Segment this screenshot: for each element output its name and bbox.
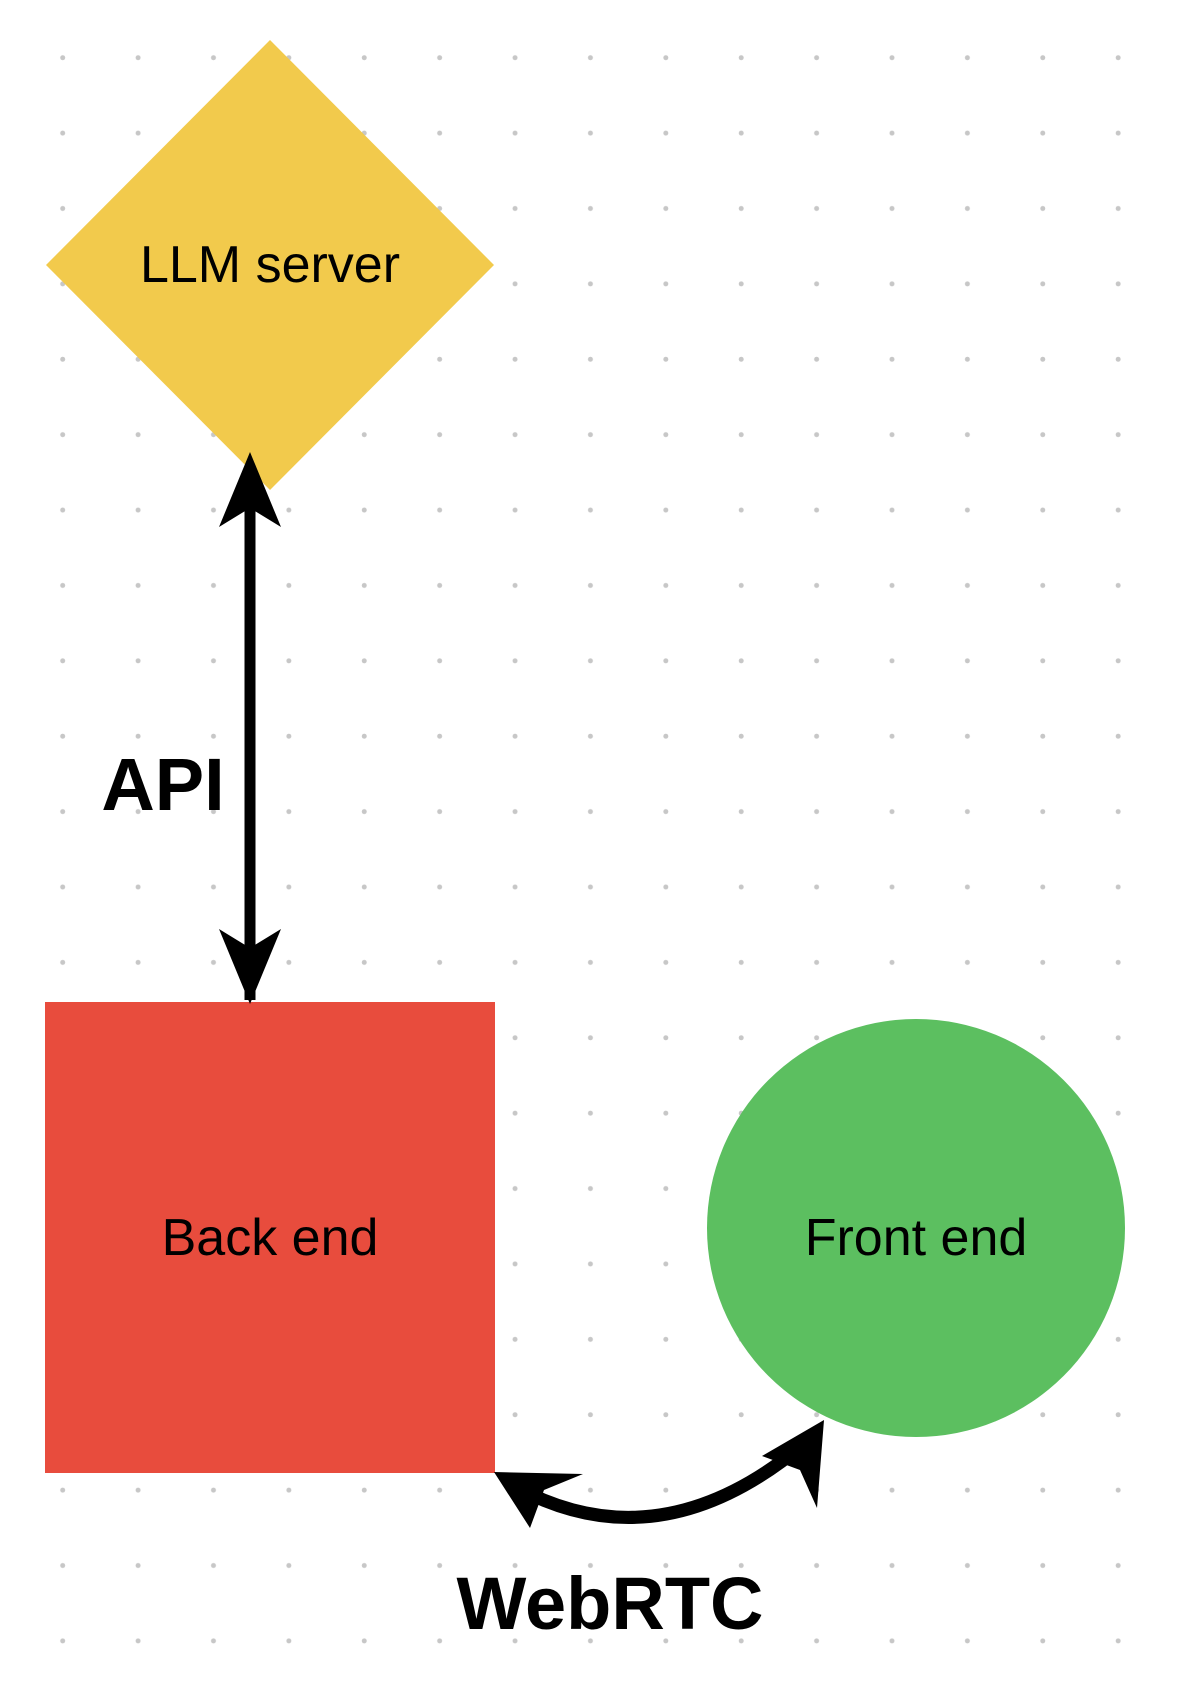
edge-api-label: API <box>101 743 225 826</box>
edge-webrtc-curve <box>512 1438 810 1524</box>
edge-api-arrowhead-top <box>219 452 281 527</box>
node-llm-server-shape[interactable] <box>46 40 494 490</box>
edge-webrtc-arrowhead-right <box>762 1420 824 1508</box>
node-back-end-shape[interactable] <box>45 1002 495 1473</box>
edge-webrtc-arrow[interactable] <box>494 1420 824 1528</box>
node-llm-server-label: LLM server <box>139 236 401 294</box>
node-back-end-label: Back end <box>161 1209 379 1267</box>
edge-api-arrowhead-bottom <box>219 929 281 1004</box>
edge-api-arrow[interactable] <box>219 452 281 1004</box>
node-front-end-label: Front end <box>804 1209 1028 1267</box>
edge-webrtc-label: WebRTC <box>456 1562 764 1645</box>
edge-webrtc-arrowhead-left <box>494 1472 583 1528</box>
node-front-end-shape[interactable] <box>707 1019 1125 1437</box>
